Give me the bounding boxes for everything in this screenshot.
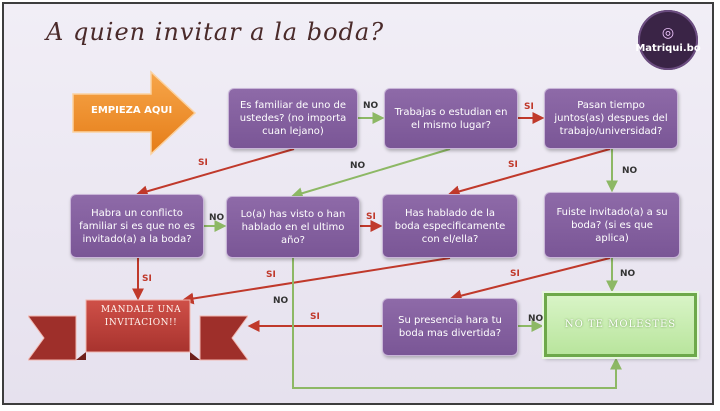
label-si-pasan: SI: [508, 160, 518, 170]
node-hablado: Has hablado de la boda especificamente c…: [382, 194, 518, 258]
diagram-title: A quien invitar a la boda?: [46, 18, 385, 46]
diagram-frame: A quien invitar a la boda? ◎ Matriqui.bo: [2, 2, 714, 405]
edge-visto-nomolestes: [292, 258, 622, 389]
node-conflicto: Habra un conflicto familiar si es que no…: [70, 194, 204, 258]
connector-lines: [132, 112, 622, 389]
label-si-trabajas: SI: [524, 102, 534, 112]
label-no-invitado: NO: [620, 269, 636, 279]
node-presencia: Su presencia hara tu boda mas divertida?: [382, 298, 518, 356]
label-no-familiar: NO: [363, 101, 379, 111]
label-no-conflicto: NO: [209, 213, 225, 223]
edge-invitado-presencia: [449, 257, 611, 302]
node-pasan: Pasan tiempo juntos(as) despues del trab…: [544, 88, 678, 149]
label-no-pasan: NO: [622, 166, 638, 176]
brand-name: Matriqui.bo: [635, 43, 701, 54]
no-molestes-outcome: NO TE MOLESTES: [544, 293, 697, 357]
label-no-trabajas: NO: [350, 161, 366, 171]
label-si-hablado: SI: [266, 270, 276, 280]
edge-trabajas-visto: [290, 148, 451, 199]
invite-outcome: MANDALE UNA INVITACION!!: [100, 305, 182, 328]
start-arrow: EMPIEZA AQUI: [71, 70, 197, 156]
label-no-visto: NO: [273, 296, 289, 306]
label-si-presencia: SI: [310, 312, 320, 322]
label-no-presencia: NO: [528, 314, 544, 324]
node-invitado: Fuiste invitado(a) a su boda? (si es que…: [544, 192, 680, 258]
edge-hablado-invite: [181, 257, 451, 305]
node-familiar: Es familiar de uno de ustedes? (no impor…: [228, 88, 358, 149]
brand-logo: ◎ Matriqui.bo: [635, 10, 701, 70]
label-si-visto: SI: [366, 212, 376, 222]
invite-ribbon: [28, 299, 248, 361]
ring-icon: ◎: [661, 25, 675, 41]
start-arrow-shape: [72, 70, 197, 156]
start-label: EMPIEZA AQUI: [91, 105, 173, 116]
edge-familiar-conflicto: [135, 148, 295, 198]
node-trabajas: Trabajas o estudian en el mismo lugar?: [384, 88, 518, 149]
node-visto: Lo(a) has visto o han hablado en el ulti…: [226, 196, 360, 258]
label-si-invitado: SI: [510, 269, 520, 279]
label-si-conflicto: SI: [142, 274, 152, 284]
label-si-familiar: SI: [198, 158, 208, 168]
edge-pasan-hablado: [447, 148, 611, 198]
